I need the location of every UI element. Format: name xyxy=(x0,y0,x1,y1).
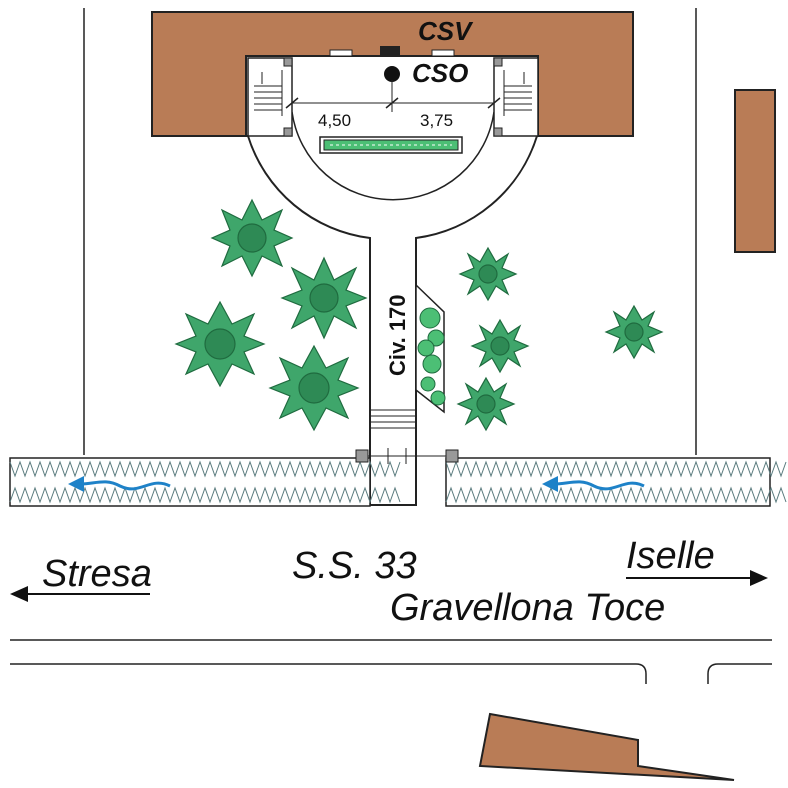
flow-arrows xyxy=(68,476,645,492)
building-east xyxy=(734,89,776,253)
tree-icon xyxy=(268,344,360,432)
entrance-steps xyxy=(370,409,416,429)
building-south xyxy=(478,712,735,781)
hedge-strip-left xyxy=(9,457,401,507)
direction-west xyxy=(10,586,150,602)
path-planter xyxy=(415,283,446,414)
arrow-icon xyxy=(68,476,84,492)
tree-icon xyxy=(604,304,664,360)
arrow-icon xyxy=(750,570,768,586)
label-dim-left: 4,50 xyxy=(318,111,351,130)
vent-2 xyxy=(431,49,455,57)
csv-marker xyxy=(380,46,400,56)
road-curb-left xyxy=(10,663,647,684)
stairs-left xyxy=(247,57,293,137)
flow-arrow-left xyxy=(79,480,171,491)
tree-icon xyxy=(174,300,266,388)
dimension-line xyxy=(285,80,501,112)
label-west-destination: Stresa xyxy=(42,553,152,595)
label-dim-right: 3,75 xyxy=(420,111,453,130)
direction-east xyxy=(626,570,768,586)
label-east-destination-1: Iselle xyxy=(626,535,715,577)
label-road: S.S. 33 xyxy=(292,545,417,587)
label-east-destination-2: Gravellona Toce xyxy=(390,587,665,629)
hedge-strip-right xyxy=(445,457,787,507)
arrow-icon xyxy=(542,476,558,492)
trees xyxy=(174,198,664,432)
road-curb-right xyxy=(707,663,772,684)
label-cso: CSO xyxy=(412,58,468,88)
arrow-icon xyxy=(10,586,28,602)
label-csv: CSV xyxy=(418,16,474,46)
tree-icon xyxy=(456,376,516,432)
tree-icon xyxy=(458,246,518,302)
tree-icon xyxy=(280,256,368,340)
tree-icon xyxy=(470,318,530,374)
planter-grate xyxy=(319,136,463,154)
vent-1 xyxy=(329,49,353,57)
tree-icon xyxy=(210,198,294,278)
gate xyxy=(355,448,459,464)
flow-arrow-right xyxy=(553,480,645,491)
label-civic: Civ. 170 xyxy=(385,294,410,376)
inner-arc xyxy=(291,111,495,201)
sensor-dot-icon xyxy=(384,66,400,82)
stairs-right xyxy=(493,57,539,137)
